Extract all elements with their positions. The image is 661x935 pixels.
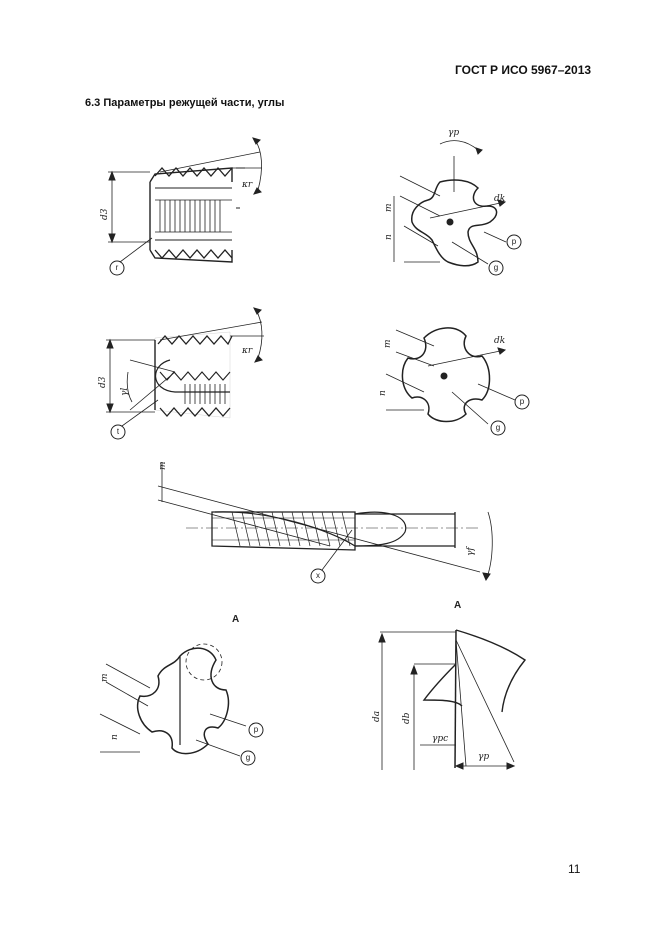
fig4-callout-p: p <box>519 397 525 406</box>
fig3-diameter-label: dk <box>494 194 506 204</box>
fig6-callout-g: g <box>245 753 251 762</box>
fig6-detail-label: A <box>232 614 240 625</box>
figure-cross-section-4-flute <box>385 327 530 436</box>
fig7-angle-p-label: γp <box>478 752 490 762</box>
page-number: 11 <box>568 862 581 876</box>
fig6-dim-m-label: m <box>100 673 110 682</box>
figure-cross-section-detail <box>99 643 264 766</box>
fig5-callout: x <box>316 571 320 580</box>
figure-cross-section-3-flute <box>393 140 522 276</box>
fig2-angle-chamfer-label: κr <box>242 346 253 356</box>
fig6-dim-n-label: n <box>110 734 120 740</box>
figure-spiral-point <box>157 462 493 584</box>
fig2-callout: t <box>116 427 120 436</box>
fig2-angle-side-label: γl <box>120 387 130 396</box>
fig4-dim-n-label: n <box>378 390 388 396</box>
fig5-angle-label: γf <box>466 547 476 556</box>
fig1-diameter-label: d3 <box>100 208 110 221</box>
fig4-diameter-label: dk <box>494 336 506 346</box>
figure-chamfer-view <box>108 137 262 276</box>
fig7-detail-label: A <box>454 600 462 611</box>
fig3-callout-g: g <box>493 263 499 272</box>
fig6-callout-p: p <box>253 725 259 734</box>
fig1-callout: r <box>115 263 119 272</box>
fig3-angle-label: γp <box>448 128 460 138</box>
figure-detail-a <box>378 629 527 770</box>
fig2-diameter-label: d3 <box>98 376 108 389</box>
fig4-callout-g: g <box>495 423 501 432</box>
fig5-dim-m-label: m <box>158 461 168 470</box>
fig3-dim-n-label: n <box>384 234 394 240</box>
standard-designation: ГОСТ Р ИСО 5967–2013 <box>455 63 592 77</box>
section-title: 6.3 Параметры режущей части, углы <box>85 97 285 109</box>
fig7-angle-pc-label: γpc <box>432 734 449 744</box>
fig1-angle-label: κr <box>242 180 253 190</box>
fig7-dia-a-label: da <box>372 710 382 722</box>
fig4-dim-m-label: m <box>383 339 393 348</box>
fig3-callout-p: p <box>511 237 517 246</box>
fig7-dia-b-label: db <box>402 712 412 724</box>
figure-chamfer-section <box>106 307 264 440</box>
fig3-dim-m-label: m <box>384 203 394 212</box>
